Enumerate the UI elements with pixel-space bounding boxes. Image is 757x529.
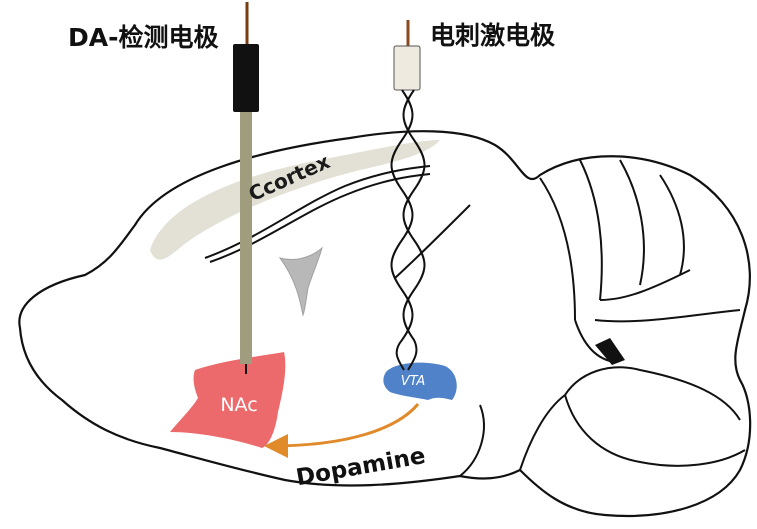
lateral-ventricle bbox=[278, 246, 323, 317]
thalamus-curve bbox=[394, 204, 471, 279]
vta-label: VTA bbox=[401, 374, 426, 389]
nac-label: NAc bbox=[220, 394, 257, 416]
brainstem-outline bbox=[459, 366, 746, 477]
nac-region bbox=[170, 352, 286, 448]
vta-region bbox=[383, 362, 457, 400]
cortex-band bbox=[150, 140, 440, 260]
detect-probe-head bbox=[233, 44, 259, 112]
cerebellum-folds bbox=[539, 159, 741, 363]
detect-electrode-label: DA-检测电极 bbox=[68, 23, 218, 52]
stim-electrode-label: 电刺激电极 bbox=[430, 21, 555, 50]
stim-electrode-cap bbox=[393, 45, 421, 91]
stim-electrode-twisted-wires bbox=[390, 89, 426, 371]
dopamine-arrow bbox=[264, 403, 420, 458]
fourth-ventricle bbox=[595, 338, 625, 365]
detect-probe-shaft bbox=[240, 112, 252, 364]
